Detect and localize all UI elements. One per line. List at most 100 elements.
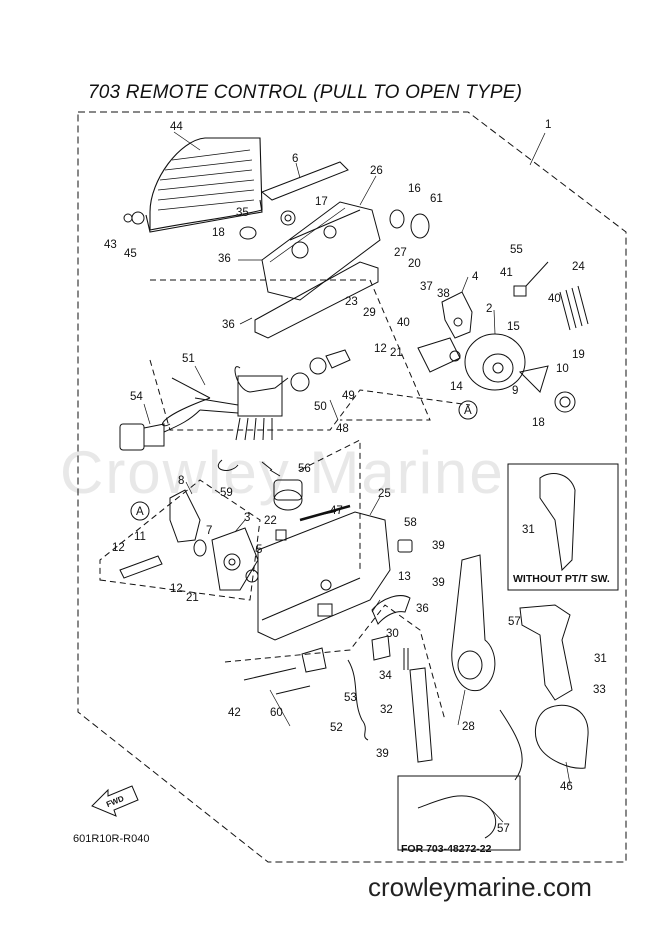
callout-37: 37 <box>420 281 433 293</box>
callout-46: 46 <box>560 781 573 793</box>
callout-10: 10 <box>556 363 569 375</box>
part-52-switch <box>301 647 327 673</box>
callout-15: 15 <box>507 321 520 333</box>
callout-13: 13 <box>398 571 411 583</box>
callout-30: 30 <box>386 628 399 640</box>
callout-41: 41 <box>500 267 513 279</box>
callout-17: 17 <box>315 196 328 208</box>
ref-a-top <box>458 400 478 420</box>
for-703-label: FOR 703-48272-22 <box>401 843 492 855</box>
callout-34: 34 <box>379 670 392 682</box>
callout-57: 57 <box>497 823 510 835</box>
ref-a-letter: A <box>136 506 144 518</box>
part-31-handle-box <box>539 473 576 572</box>
footer-site: crowleymarine.com <box>368 872 592 902</box>
callout-61: 61 <box>430 193 443 205</box>
callout-36: 36 <box>218 253 231 265</box>
callout-32: 32 <box>380 704 393 716</box>
part-30-spring <box>403 648 409 670</box>
part-24-spring <box>559 285 589 331</box>
callout-31: 31 <box>594 653 607 665</box>
part-48-harness <box>161 366 289 441</box>
callout-14: 14 <box>450 381 463 393</box>
part-61-ring <box>410 213 430 239</box>
page-title: 703 REMOTE CONTROL (PULL TO OPEN TYPE) <box>88 82 523 103</box>
part-11-pin <box>119 555 163 579</box>
callout-40: 40 <box>548 293 561 305</box>
part-34-bracket <box>371 635 391 661</box>
diagram-code: 601R10R-R040 <box>73 833 150 845</box>
callout-27: 27 <box>394 247 407 259</box>
callout-12: 12 <box>374 343 387 355</box>
callout-43: 43 <box>104 239 117 251</box>
part-53-lanyard <box>347 659 369 741</box>
callout-53: 53 <box>344 692 357 704</box>
part-8-bracket <box>169 489 201 543</box>
callout-2: 2 <box>486 303 492 315</box>
callout-12: 12 <box>112 542 125 554</box>
part-13-segment <box>371 595 411 625</box>
callout-16: 16 <box>408 183 421 195</box>
callout-24: 24 <box>572 261 585 273</box>
part-59-clip <box>217 459 239 471</box>
ref-a-letter: A <box>464 405 472 417</box>
callout-49: 49 <box>342 390 355 402</box>
callout-33: 33 <box>593 684 606 696</box>
part-58-block <box>397 539 413 553</box>
part-31-handle <box>519 604 573 701</box>
part-6-plate <box>261 161 349 201</box>
part-14-lever <box>417 337 461 373</box>
callout-52: 52 <box>330 722 343 734</box>
part-9-plate <box>518 365 549 393</box>
part-16-washer <box>389 209 405 229</box>
callout-36: 36 <box>416 603 429 615</box>
callout-56: 56 <box>298 463 311 475</box>
callout-6: 6 <box>292 153 298 165</box>
part-57-wire <box>499 709 523 781</box>
callout-39: 39 <box>376 748 389 760</box>
part-32-rod <box>409 667 433 763</box>
callout-18: 18 <box>212 227 225 239</box>
callout-58: 58 <box>404 517 417 529</box>
callout-38: 38 <box>437 288 450 300</box>
callout-50: 50 <box>314 401 327 413</box>
callout-21: 21 <box>390 347 403 359</box>
part-56-buzzer <box>261 461 303 511</box>
callout-9: 9 <box>512 385 518 397</box>
callout-20: 20 <box>408 258 421 270</box>
callout-45: 45 <box>124 248 137 260</box>
part-46-cover <box>534 704 589 769</box>
part-2-cam <box>464 333 526 391</box>
callout-11: 11 <box>134 531 146 543</box>
part-54-connector <box>119 409 201 451</box>
callout-18: 18 <box>532 417 545 429</box>
without-pt-label: WITHOUT PT/T SW. <box>513 573 610 585</box>
callout-23: 23 <box>345 296 358 308</box>
callout-59: 59 <box>220 487 233 499</box>
callout-28: 28 <box>462 721 475 733</box>
part-22-clip <box>275 529 287 541</box>
ref-a-left <box>130 501 150 521</box>
part-47-strip <box>299 504 351 522</box>
callout-54: 54 <box>130 391 143 403</box>
callout-40: 40 <box>397 317 410 329</box>
assembly-border <box>77 111 627 863</box>
callout-39: 39 <box>432 540 445 552</box>
callout-1: 1 <box>545 119 551 131</box>
callout-3: 3 <box>244 512 250 524</box>
callout-48: 48 <box>336 423 349 435</box>
callout-44: 44 <box>170 121 183 133</box>
part-25-housing <box>257 511 391 641</box>
without-pt-box <box>507 463 619 591</box>
callout-42: 42 <box>228 707 241 719</box>
callout-55: 55 <box>510 244 523 256</box>
callout-7: 7 <box>206 525 212 537</box>
callout-19: 19 <box>572 349 585 361</box>
part-28-arm <box>451 554 496 692</box>
callout-60: 60 <box>270 707 283 719</box>
callout-29: 29 <box>363 307 376 319</box>
part-55-block <box>513 285 527 297</box>
part-44-cover <box>145 137 263 233</box>
callout-51: 51 <box>182 353 195 365</box>
